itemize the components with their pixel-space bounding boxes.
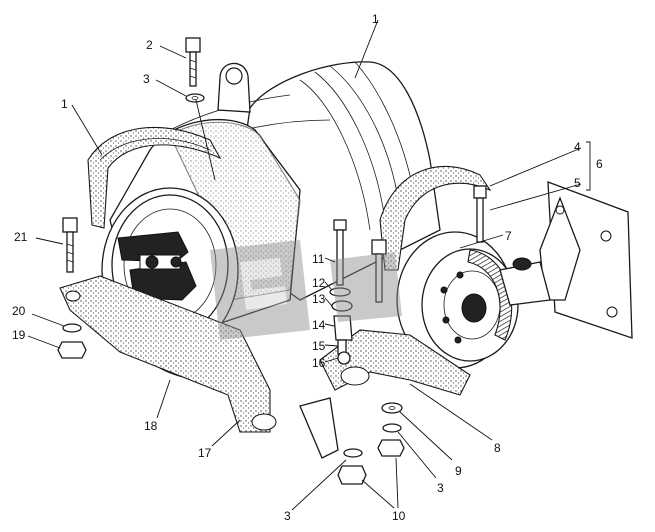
label-16: 16	[312, 356, 326, 370]
nut-10-right	[377, 439, 405, 457]
callout-labels: 1 2 3 1 4 6 5 7 21 11 12 13 20 14 19 15 …	[12, 12, 603, 523]
label-4: 4	[574, 140, 581, 154]
washer-3-bottom	[343, 448, 363, 458]
label-3-top: 3	[143, 72, 150, 86]
mounting-bracket-right	[499, 181, 633, 339]
washer-left	[62, 323, 82, 333]
brake-band-right	[379, 165, 492, 271]
lever-arm-right	[319, 329, 471, 396]
label-13: 13	[312, 292, 326, 306]
nut-left	[57, 341, 87, 359]
label-14: 14	[312, 318, 326, 332]
brake-shoe-assembly-left	[117, 231, 197, 301]
label-15: 15	[312, 339, 326, 353]
washer-3-right	[382, 423, 402, 433]
brake-band-left	[87, 126, 222, 229]
label-3-bottom: 3	[284, 509, 291, 523]
stud-center	[329, 219, 353, 365]
label-3-right: 3	[437, 481, 444, 495]
label-10: 10	[392, 509, 406, 523]
label-7: 7	[505, 229, 512, 243]
label-5: 5	[574, 176, 581, 190]
label-2: 2	[146, 38, 153, 52]
washer-9	[381, 402, 403, 414]
label-18: 18	[144, 419, 158, 433]
label-8: 8	[494, 441, 501, 455]
label-21: 21	[14, 230, 28, 244]
label-19: 19	[12, 328, 26, 342]
lifting-eye	[217, 62, 251, 113]
label-20: 20	[12, 304, 26, 318]
watermark-logo	[210, 240, 402, 340]
support-bracket-bottom	[299, 397, 339, 459]
label-12: 12	[312, 276, 326, 290]
label-1-top: 1	[372, 12, 379, 26]
leader-lines	[27, 19, 591, 511]
bolt-band-right	[473, 185, 487, 243]
bolt-left	[62, 217, 78, 273]
label-6: 6	[596, 157, 603, 171]
label-9: 9	[455, 464, 462, 478]
washer-top	[185, 93, 205, 103]
brake-drum-right	[396, 231, 519, 369]
nut-10-bottom	[337, 465, 367, 485]
label-11: 11	[312, 252, 325, 266]
label-17: 17	[198, 446, 212, 460]
bolt-top	[185, 37, 201, 87]
bolt-right	[371, 239, 387, 303]
mounting-base-left	[59, 275, 277, 433]
label-1-left: 1	[61, 97, 68, 111]
